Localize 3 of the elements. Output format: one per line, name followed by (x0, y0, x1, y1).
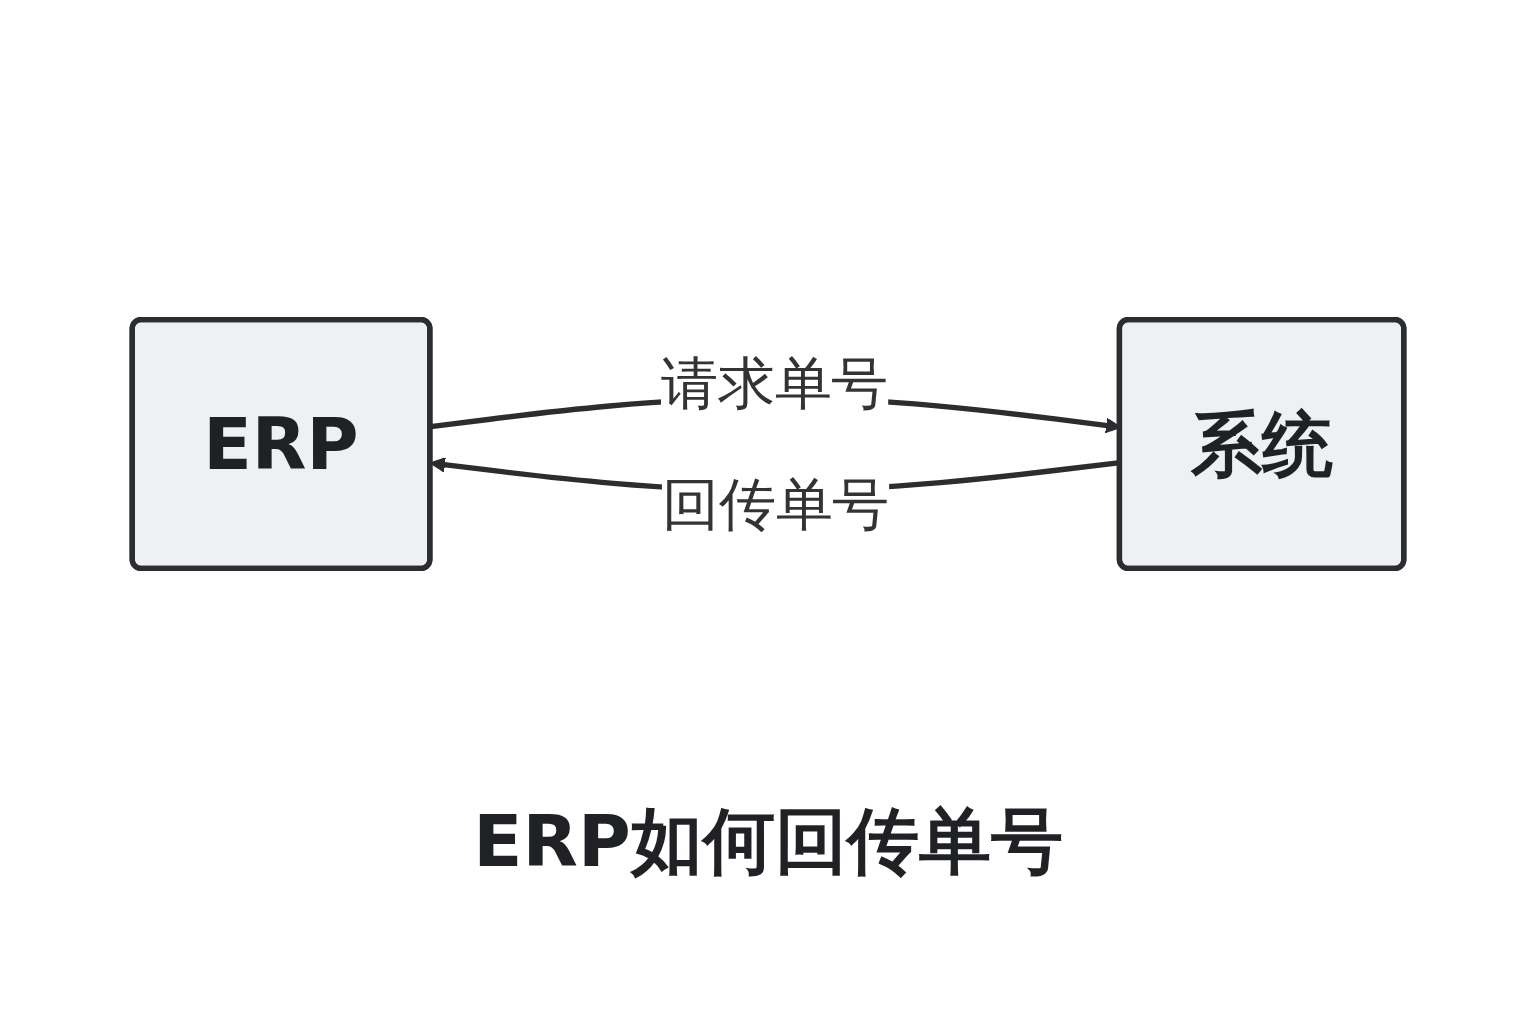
edge-label: 请求单号 (660, 349, 889, 418)
edge-label: 回传单号 (661, 470, 890, 539)
caption: ERP如何回传单号 (473, 798, 1063, 885)
